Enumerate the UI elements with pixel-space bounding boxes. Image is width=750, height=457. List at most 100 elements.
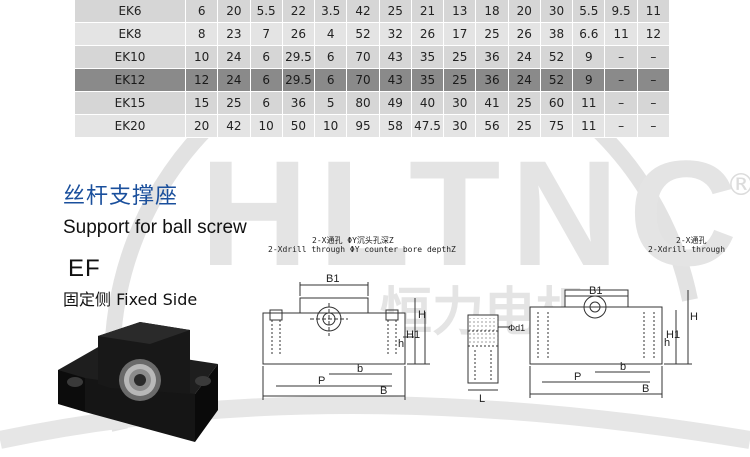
spec-cell: 9 xyxy=(572,45,606,69)
spec-cell: 26 xyxy=(508,22,541,46)
spec-cell: 11 xyxy=(572,114,606,138)
block-top xyxy=(98,322,190,344)
spec-cell: 11 xyxy=(637,0,671,23)
spec-cell: 36 xyxy=(475,45,509,69)
spec-cell-model: EK15 xyxy=(75,91,186,115)
spec-cell: 52 xyxy=(346,22,380,46)
front-label-h-small: h xyxy=(398,338,404,350)
spec-cell: 12 xyxy=(185,68,219,92)
spec-cell: 30 xyxy=(540,0,574,23)
spec-cell: 58 xyxy=(379,114,412,138)
spec-cell: 52 xyxy=(540,45,574,69)
spec-cell: 50 xyxy=(282,114,316,138)
spec-cell: 38 xyxy=(540,22,574,46)
front-label-h: H xyxy=(418,309,426,321)
front-label-h1: H1 xyxy=(406,329,420,341)
spec-cell: – xyxy=(604,91,638,115)
spec-cell: 29.5 xyxy=(282,45,316,69)
spec-cell: – xyxy=(637,45,671,69)
spec-cell: 3.5 xyxy=(314,0,348,23)
spec-cell: 29.5 xyxy=(282,68,316,92)
spec-cell: 24 xyxy=(217,68,251,92)
right-label-b: b xyxy=(620,361,626,373)
spec-cell: 15 xyxy=(185,91,219,115)
right-label-h-small: h xyxy=(664,337,670,349)
spec-cell: 35 xyxy=(411,45,445,69)
spec-cell: – xyxy=(637,91,671,115)
side-label-d1: Φd1 xyxy=(508,323,525,333)
spec-cell: 10 xyxy=(185,45,219,69)
spec-cell: 6 xyxy=(250,68,283,92)
spec-cell: 30 xyxy=(443,91,477,115)
right-note-cn: 2-X通孔 xyxy=(676,236,707,245)
spec-cell: 95 xyxy=(346,114,380,138)
spec-cell: 6 xyxy=(250,91,283,115)
watermark-letters: HLTNC xyxy=(200,129,747,297)
front-note-cn: 2-X通孔 ΦY沉头孔深Z xyxy=(312,236,394,245)
spec-cell: 43 xyxy=(379,68,412,92)
spec-cell: 49 xyxy=(379,91,412,115)
bearing-outer xyxy=(119,359,161,401)
spec-cell: – xyxy=(604,45,638,69)
spec-cell: 20 xyxy=(185,114,219,138)
spec-cell: 9.5 xyxy=(604,0,638,23)
mount-hole-left xyxy=(67,377,83,387)
spec-cell: 6 xyxy=(314,45,348,69)
spec-cell-model: EK10 xyxy=(75,45,186,69)
spec-cell: 20 xyxy=(217,0,251,23)
model-name: EF xyxy=(68,255,101,282)
spec-cell: 80 xyxy=(346,91,380,115)
spec-cell: 26 xyxy=(411,22,445,46)
watermark-arc-bottom xyxy=(0,396,750,449)
base-front-face xyxy=(85,378,195,442)
right-label-h: H xyxy=(690,311,698,323)
spec-cell: 25 xyxy=(379,0,412,23)
base-top xyxy=(58,346,218,400)
spec-cell: 5.5 xyxy=(572,0,606,23)
front-label-b: b xyxy=(357,363,363,375)
right-note-en: 2-Xdrill through xyxy=(648,245,726,254)
spec-cell: 22 xyxy=(282,0,316,23)
mount-hole-right xyxy=(195,376,211,386)
spec-cell: 32 xyxy=(379,22,412,46)
bearing-race xyxy=(129,369,151,391)
spec-cell-model: EK6 xyxy=(75,0,186,23)
spec-cell-model: EK8 xyxy=(75,22,186,46)
spec-cell: 5 xyxy=(314,91,348,115)
block-body xyxy=(98,322,190,394)
spec-cell: 60 xyxy=(540,91,574,115)
spec-cell: 25 xyxy=(217,91,251,115)
spec-cell: 18 xyxy=(475,0,509,23)
spec-cell: 6 xyxy=(250,45,283,69)
spec-cell: 52 xyxy=(540,68,574,92)
spec-cell: 41 xyxy=(475,91,509,115)
spec-cell: 23 xyxy=(217,22,251,46)
section-title-en: Support for ball screw xyxy=(63,217,247,238)
base-left-face xyxy=(58,370,85,412)
spec-cell: 25 xyxy=(443,68,477,92)
spec-cell: 17 xyxy=(443,22,477,46)
front-label-p: P xyxy=(318,375,325,387)
spec-cell: 25 xyxy=(443,45,477,69)
bearing-bore xyxy=(134,374,146,386)
spec-cell: 20 xyxy=(508,0,541,23)
front-label-b-total: B xyxy=(380,385,387,397)
spec-cell: 70 xyxy=(346,68,380,92)
model-description: 固定侧 Fixed Side xyxy=(63,290,198,309)
spec-cell: 24 xyxy=(508,68,541,92)
right-label-b-total: B xyxy=(642,383,649,395)
spec-cell: 10 xyxy=(250,114,283,138)
spec-cell: 4 xyxy=(314,22,348,46)
spec-cell: – xyxy=(637,68,671,92)
spec-cell: 11 xyxy=(604,22,638,46)
spec-cell: 75 xyxy=(540,114,574,138)
spec-cell: 26 xyxy=(282,22,316,46)
watermark-registered: ® xyxy=(726,168,750,203)
spec-cell: – xyxy=(604,68,638,92)
spec-cell: 7 xyxy=(250,22,283,46)
